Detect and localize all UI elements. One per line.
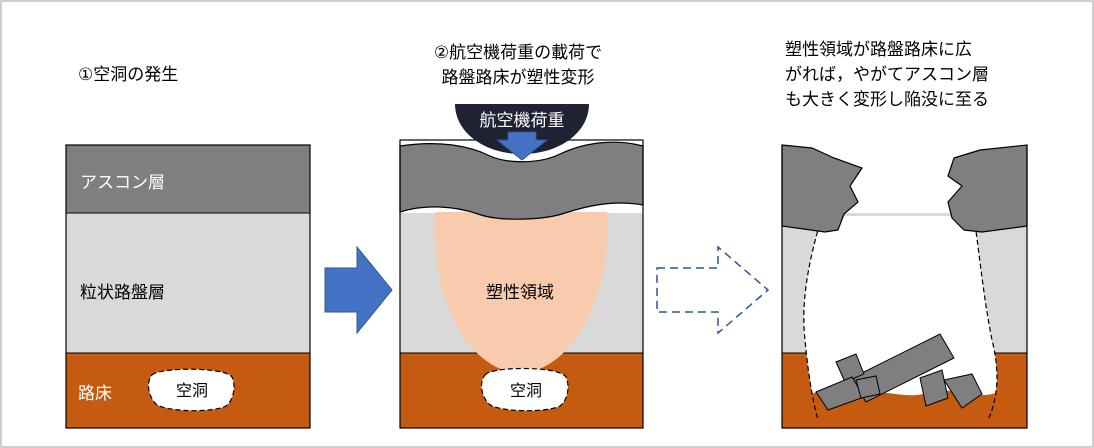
plastic-zone-label: 塑性領域: [486, 283, 554, 303]
stage1-panel: ①空洞の発生 アスコン層 粒状路盤層 路床 空洞: [65, 65, 311, 429]
load-arrow-down-icon: [495, 131, 549, 161]
debris-piece: [835, 353, 865, 383]
stage1-caption: ①空洞の発生: [78, 65, 178, 85]
asphalt-fragment-right: [947, 144, 1028, 233]
stage3-panel: 塑性領域が路盤路床に広 がれば，やがてアスコン層 も大きく変形し陥没に至る: [781, 40, 1028, 429]
debris-piece: [919, 369, 949, 407]
asphalt-fragment-left: [781, 144, 863, 233]
stage3-block-outline: [781, 145, 1028, 429]
granular-base-label: 粒状路盤層: [80, 283, 165, 303]
arrow-right-icon: [324, 245, 393, 335]
debris-piece: [855, 375, 881, 399]
stage2-caption-line2: 路盤路床が塑性変形: [442, 68, 595, 88]
stage3-caption-line3: も大きく変形し陥没に至る: [785, 90, 989, 110]
stage2-panel: ②航空機荷重の載荷で 路盤路床が塑性変形 塑性領域 航空機荷重 空洞: [399, 43, 644, 429]
granular-base-layer: [66, 213, 310, 353]
cavity-label: 空洞: [510, 381, 542, 400]
stage3-caption-line2: がれば，やがてアスコン層: [785, 65, 989, 85]
stage1-block-outline: [65, 144, 311, 429]
aircraft-load-label: 航空機荷重: [480, 111, 565, 131]
asphalt-layer-label: アスコン層: [80, 173, 165, 193]
asphalt-layer: [66, 145, 310, 213]
subgrade-label: 路床: [78, 384, 112, 404]
stage2-caption-line1: ②航空機荷重の載荷で: [434, 43, 602, 63]
cavity-label: 空洞: [176, 381, 208, 400]
debris-piece: [943, 373, 983, 409]
cavity-shape: [147, 368, 235, 412]
aircraft-load-body: [455, 104, 589, 154]
cavity-shape: [480, 367, 569, 412]
plastic-zone: [434, 212, 608, 374]
stage3-caption-line1: 塑性領域が路盤路床に広: [785, 40, 972, 60]
collapse-boundary-right: [973, 215, 998, 421]
